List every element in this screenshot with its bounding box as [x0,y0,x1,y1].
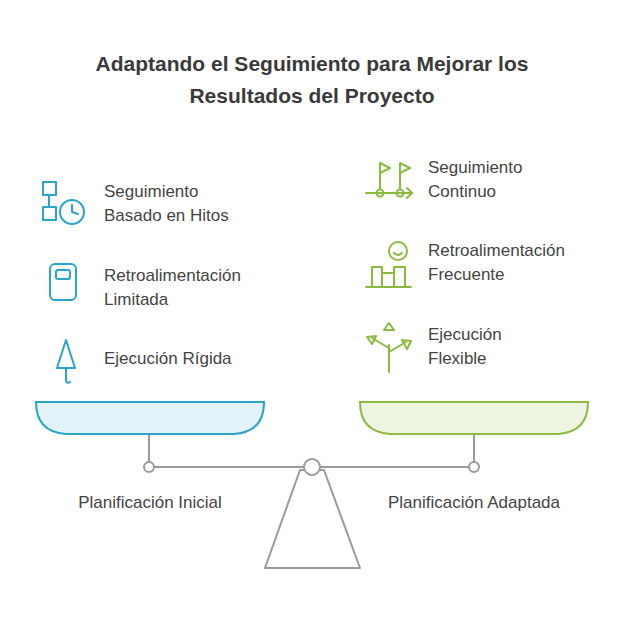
item-label: Seguimiento Continuo [428,156,568,204]
pan-label: Planificación Inicial [78,491,222,515]
item-label: Ejecución Flexible [428,323,538,371]
item-label: Retroalimentación Limitada [104,264,274,312]
item-label: Ejecución Rígida [104,347,304,371]
pan-label: Planificación Adaptada [388,491,560,515]
diagram-title: Adaptando el Seguimiento para Mejorar lo… [52,48,572,112]
item-label: Retroalimentación Frecuente [428,239,598,287]
item-label: Seguimiento Basado en Hitos [104,180,244,228]
